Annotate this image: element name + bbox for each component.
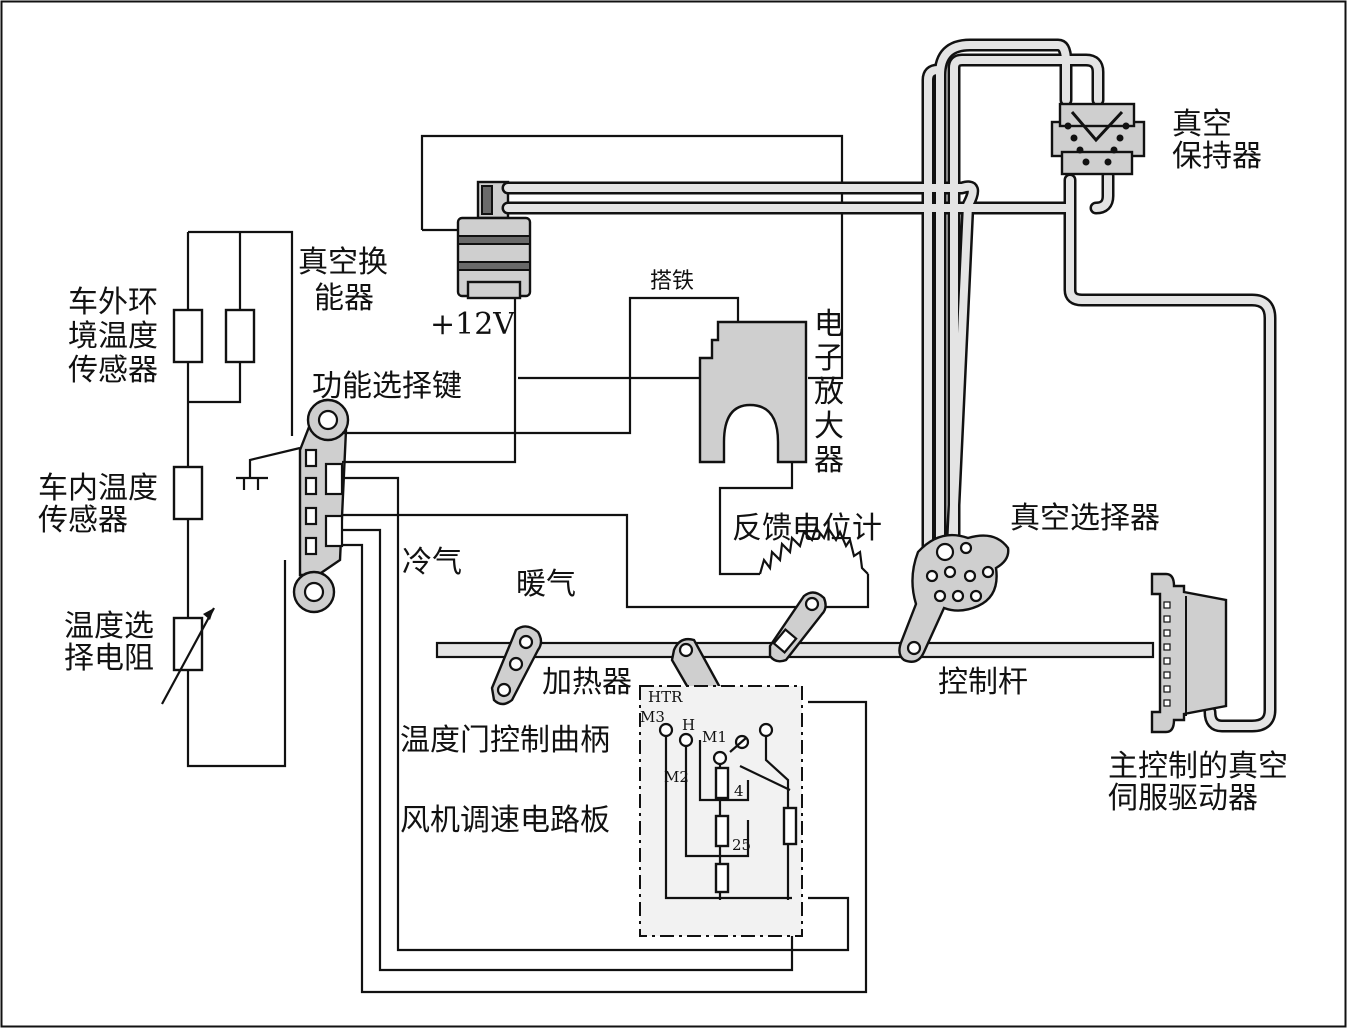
vacuum-selector-label: 真空选择器	[1010, 501, 1160, 536]
plus-12v-label: +12V	[430, 307, 516, 342]
electronic-amplifier	[698, 320, 808, 464]
amplifier-label-1: 电	[814, 307, 844, 342]
fan-speed-board	[639, 685, 803, 937]
vacuum-holder-label-1: 真空	[1172, 107, 1232, 142]
servo-label-2: 伺服驱动器	[1108, 781, 1258, 816]
vacuum-servo-actuator	[1150, 572, 1228, 734]
function-key-label: 功能选择键	[312, 369, 462, 404]
vacuum-selector	[898, 533, 1010, 663]
vacuum-transducer-label-2: 能器	[314, 281, 374, 316]
amplifier-label-5: 器	[814, 443, 844, 478]
fan-board-label: 风机调速电路板	[400, 803, 610, 838]
outside-sensor-label-1: 车外环	[68, 285, 158, 320]
outside-sensor-resistor-a	[172, 308, 204, 364]
inside-sensor-label-1: 车内温度	[38, 471, 158, 506]
warm-air-label: 暖气	[516, 567, 576, 602]
vacuum-transducer	[456, 180, 532, 300]
m1-label: M1	[702, 728, 727, 746]
ground-label: 搭铁	[650, 269, 694, 294]
amplifier-label-3: 放	[814, 375, 844, 410]
outside-sensor-label-2: 境温度	[68, 319, 158, 354]
labels: 真空 保持器 真空换 能器 车外环 境温度 传感器 车内温度 传感器 温度选 择…	[38, 107, 1288, 854]
function-select-switch	[292, 398, 350, 614]
r4-label: 4	[734, 782, 744, 800]
outside-sensor-resistor-b	[224, 308, 256, 364]
r25-label: 25	[732, 836, 751, 854]
temp-door-crank-label: 温度门控制曲柄	[400, 723, 610, 758]
feedback-pot-label: 反馈电位计	[732, 511, 882, 546]
heater-label: 加热器	[542, 665, 632, 700]
feedback-potentiometer	[758, 525, 869, 575]
resistor-bottom	[714, 862, 730, 894]
vacuum-tubes	[501, 38, 1277, 733]
sensor-circuit	[161, 230, 301, 768]
resistor-side	[782, 806, 798, 846]
outside-sensor-label-3: 传感器	[68, 353, 158, 388]
inside-sensor-label-2: 传感器	[38, 503, 128, 538]
vacuum-transducer-label-1: 真空换	[298, 245, 388, 280]
amplifier-label-4: 大	[814, 409, 844, 444]
temp-resistor-label-1: 温度选	[64, 609, 154, 644]
cold-air-label: 冷气	[402, 545, 462, 580]
control-rod-label: 控制杆	[938, 665, 1028, 700]
temp-resistor-label-2: 择电阻	[64, 641, 154, 676]
m3-label: M3	[640, 708, 665, 726]
resistor-4	[714, 766, 730, 800]
ground-icon	[236, 446, 301, 490]
h-label: H	[682, 716, 695, 734]
temp-select-resistor	[172, 616, 204, 672]
servo-label-1: 主控制的真空	[1108, 749, 1288, 784]
vacuum-holder-label-2: 保持器	[1172, 139, 1262, 174]
inside-sensor-resistor	[172, 465, 204, 521]
arrow-head-icon	[203, 608, 214, 620]
htr-label: HTR	[648, 688, 683, 706]
vacuum-holder	[1050, 102, 1146, 176]
m2-label: M2	[664, 768, 689, 786]
wiring	[342, 134, 870, 994]
variable-resistor-arrow	[161, 607, 215, 705]
amplifier-label-2: 子	[814, 341, 844, 376]
resistor-25	[714, 814, 730, 848]
